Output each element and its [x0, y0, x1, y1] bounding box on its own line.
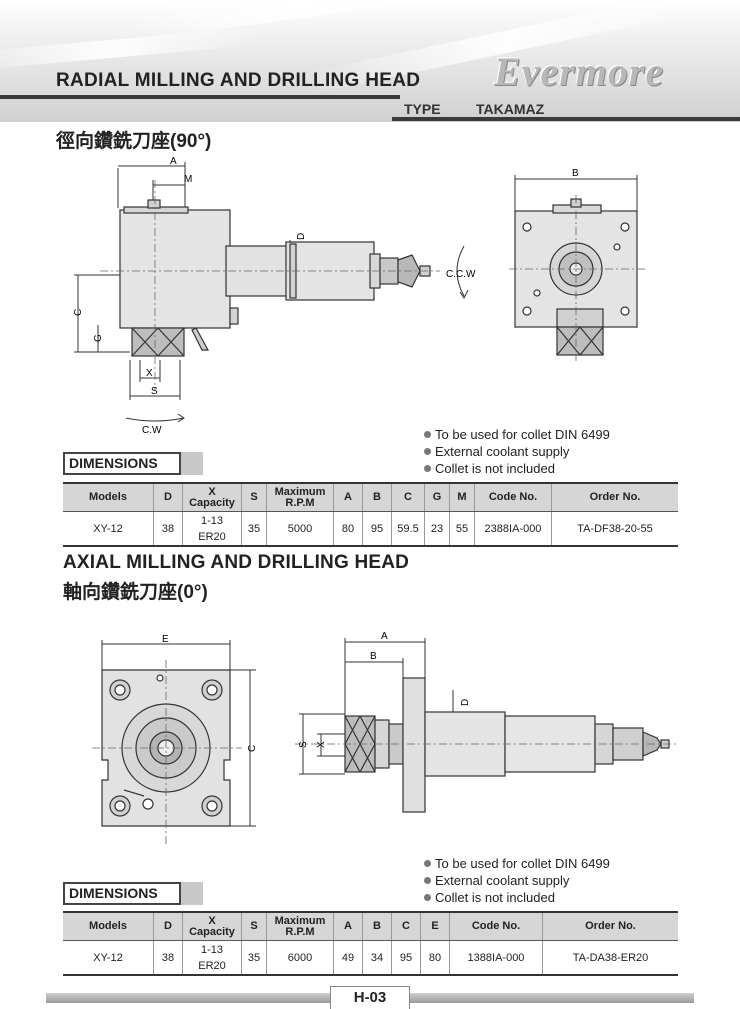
col-header: B — [362, 482, 392, 512]
axial-dimensions-table: Models D X Capacity S Maximum R.P.M A B … — [63, 911, 678, 976]
cell: 6000 — [266, 940, 334, 976]
col-header: G — [424, 482, 450, 512]
cell: TA-DF38-20-55 — [551, 511, 678, 547]
axial-dimensions-heading: DIMENSIONS — [63, 882, 181, 905]
col-header: Models — [63, 911, 154, 941]
col-header: Maximum R.P.M — [266, 911, 334, 941]
cell: 34 — [362, 940, 392, 976]
col-header: E — [420, 911, 450, 941]
cell: 35 — [241, 511, 267, 547]
col-header: Order No. — [542, 911, 678, 941]
col-header: X Capacity — [182, 482, 242, 512]
axial-side-drawing: A B D S X — [295, 631, 679, 813]
axial-note-3: Collet is not included — [424, 889, 610, 906]
rotation-ccw-label: C.C.W — [446, 269, 476, 280]
col-header: Maximum R.P.M — [266, 482, 334, 512]
col-header: A — [333, 482, 363, 512]
radial-notes: To be used for collet DIN 6499 External … — [424, 426, 610, 477]
rotation-cw-label: C.W — [142, 425, 162, 436]
col-header: C — [391, 911, 421, 941]
col-header: Order No. — [551, 482, 678, 512]
col-header: Code No. — [474, 482, 552, 512]
radial-dimensions-heading: DIMENSIONS — [63, 452, 181, 475]
table-row: XY-12 38 1-13 ER20 35 6000 49 34 95 80 1… — [63, 940, 678, 976]
dim-label-b-axial: B — [370, 651, 377, 662]
dim-label-s: S — [151, 386, 158, 397]
radial-chinese-title: 徑向鑽銑刀座(90°) — [56, 131, 212, 152]
cell: 95 — [391, 940, 421, 976]
axial-notes: To be used for collet DIN 6499 External … — [424, 855, 610, 906]
type-value: TAKAMAZ — [476, 101, 545, 117]
radial-dimensions-label: DIMENSIONS — [63, 452, 203, 475]
brand-logo: Evermore — [494, 49, 665, 94]
dim-label-m: M — [184, 174, 192, 185]
cell: 59.5 — [391, 511, 425, 547]
radial-note-1: To be used for collet DIN 6499 — [424, 426, 610, 443]
col-header: Models — [63, 482, 154, 512]
dim-label-g: G — [93, 334, 104, 342]
col-header: S — [241, 482, 267, 512]
col-header: S — [241, 911, 267, 941]
axial-chinese-title: 軸向鑽銑刀座(0°) — [63, 582, 208, 603]
axial-dimensions-label: DIMENSIONS — [63, 882, 203, 905]
radial-dimensions-table: Models D X Capacity S Maximum R.P.M A B … — [63, 482, 678, 547]
dim-label-a-axial: A — [381, 631, 388, 642]
axial-front-drawing: E C — [92, 634, 258, 844]
page-title: RADIAL MILLING AND DRILLING HEAD — [56, 70, 421, 91]
table-header-row: Models D X Capacity S Maximum R.P.M A B … — [63, 482, 678, 512]
cell: XY-12 — [63, 940, 154, 976]
dim-label-x-axial: X — [316, 741, 327, 748]
axial-note-2: External coolant supply — [424, 872, 610, 889]
radial-front-drawing: B — [509, 168, 645, 361]
col-header: Code No. — [449, 911, 543, 941]
radial-side-drawing: A M D C G X S C.C.W C.W — [73, 156, 476, 436]
dim-label-s-axial: S — [298, 741, 309, 748]
col-header: B — [362, 911, 392, 941]
cell: 1388IA-000 — [449, 940, 543, 976]
table-header-row: Models D X Capacity S Maximum R.P.M A B … — [63, 911, 678, 941]
col-header: C — [391, 482, 425, 512]
title-underline — [0, 95, 400, 99]
radial-note-2: External coolant supply — [424, 443, 610, 460]
dim-label-d: D — [296, 233, 307, 240]
dim-label-d-axial: D — [460, 699, 471, 706]
cell: 80 — [333, 511, 363, 547]
cell: 55 — [449, 511, 475, 547]
cell: 1-13 ER20 — [182, 511, 242, 547]
dim-label-x: X — [146, 368, 153, 379]
cell: 5000 — [266, 511, 334, 547]
col-header: M — [449, 482, 475, 512]
cell: 35 — [241, 940, 267, 976]
header-banner — [0, 0, 740, 122]
type-label: TYPE — [404, 101, 441, 117]
cell: 38 — [153, 940, 183, 976]
axial-title: AXIAL MILLING AND DRILLING HEAD — [63, 552, 410, 573]
cell: 38 — [153, 511, 183, 547]
cell: 1-13 ER20 — [182, 940, 242, 976]
col-header: D — [153, 482, 183, 512]
dim-label-b: B — [572, 168, 579, 179]
table-row: XY-12 38 1-13 ER20 35 5000 80 95 59.5 23… — [63, 511, 678, 547]
cell: 49 — [333, 940, 363, 976]
type-underline — [392, 117, 740, 121]
col-header: A — [333, 911, 363, 941]
dim-label-c-axial: C — [247, 745, 258, 752]
cell: 2388IA-000 — [474, 511, 552, 547]
cell: TA-DA38-ER20 — [542, 940, 678, 976]
cell: 80 — [420, 940, 450, 976]
page-number: H-03 — [330, 986, 410, 1009]
col-header: D — [153, 911, 183, 941]
dim-label-e: E — [162, 634, 169, 645]
cell: 95 — [362, 511, 392, 547]
dim-label-c: C — [73, 309, 84, 316]
axial-note-1: To be used for collet DIN 6499 — [424, 855, 610, 872]
cell: XY-12 — [63, 511, 154, 547]
radial-note-3: Collet is not included — [424, 460, 610, 477]
col-header: X Capacity — [182, 911, 242, 941]
cell: 23 — [424, 511, 450, 547]
dim-label-a: A — [170, 156, 177, 167]
